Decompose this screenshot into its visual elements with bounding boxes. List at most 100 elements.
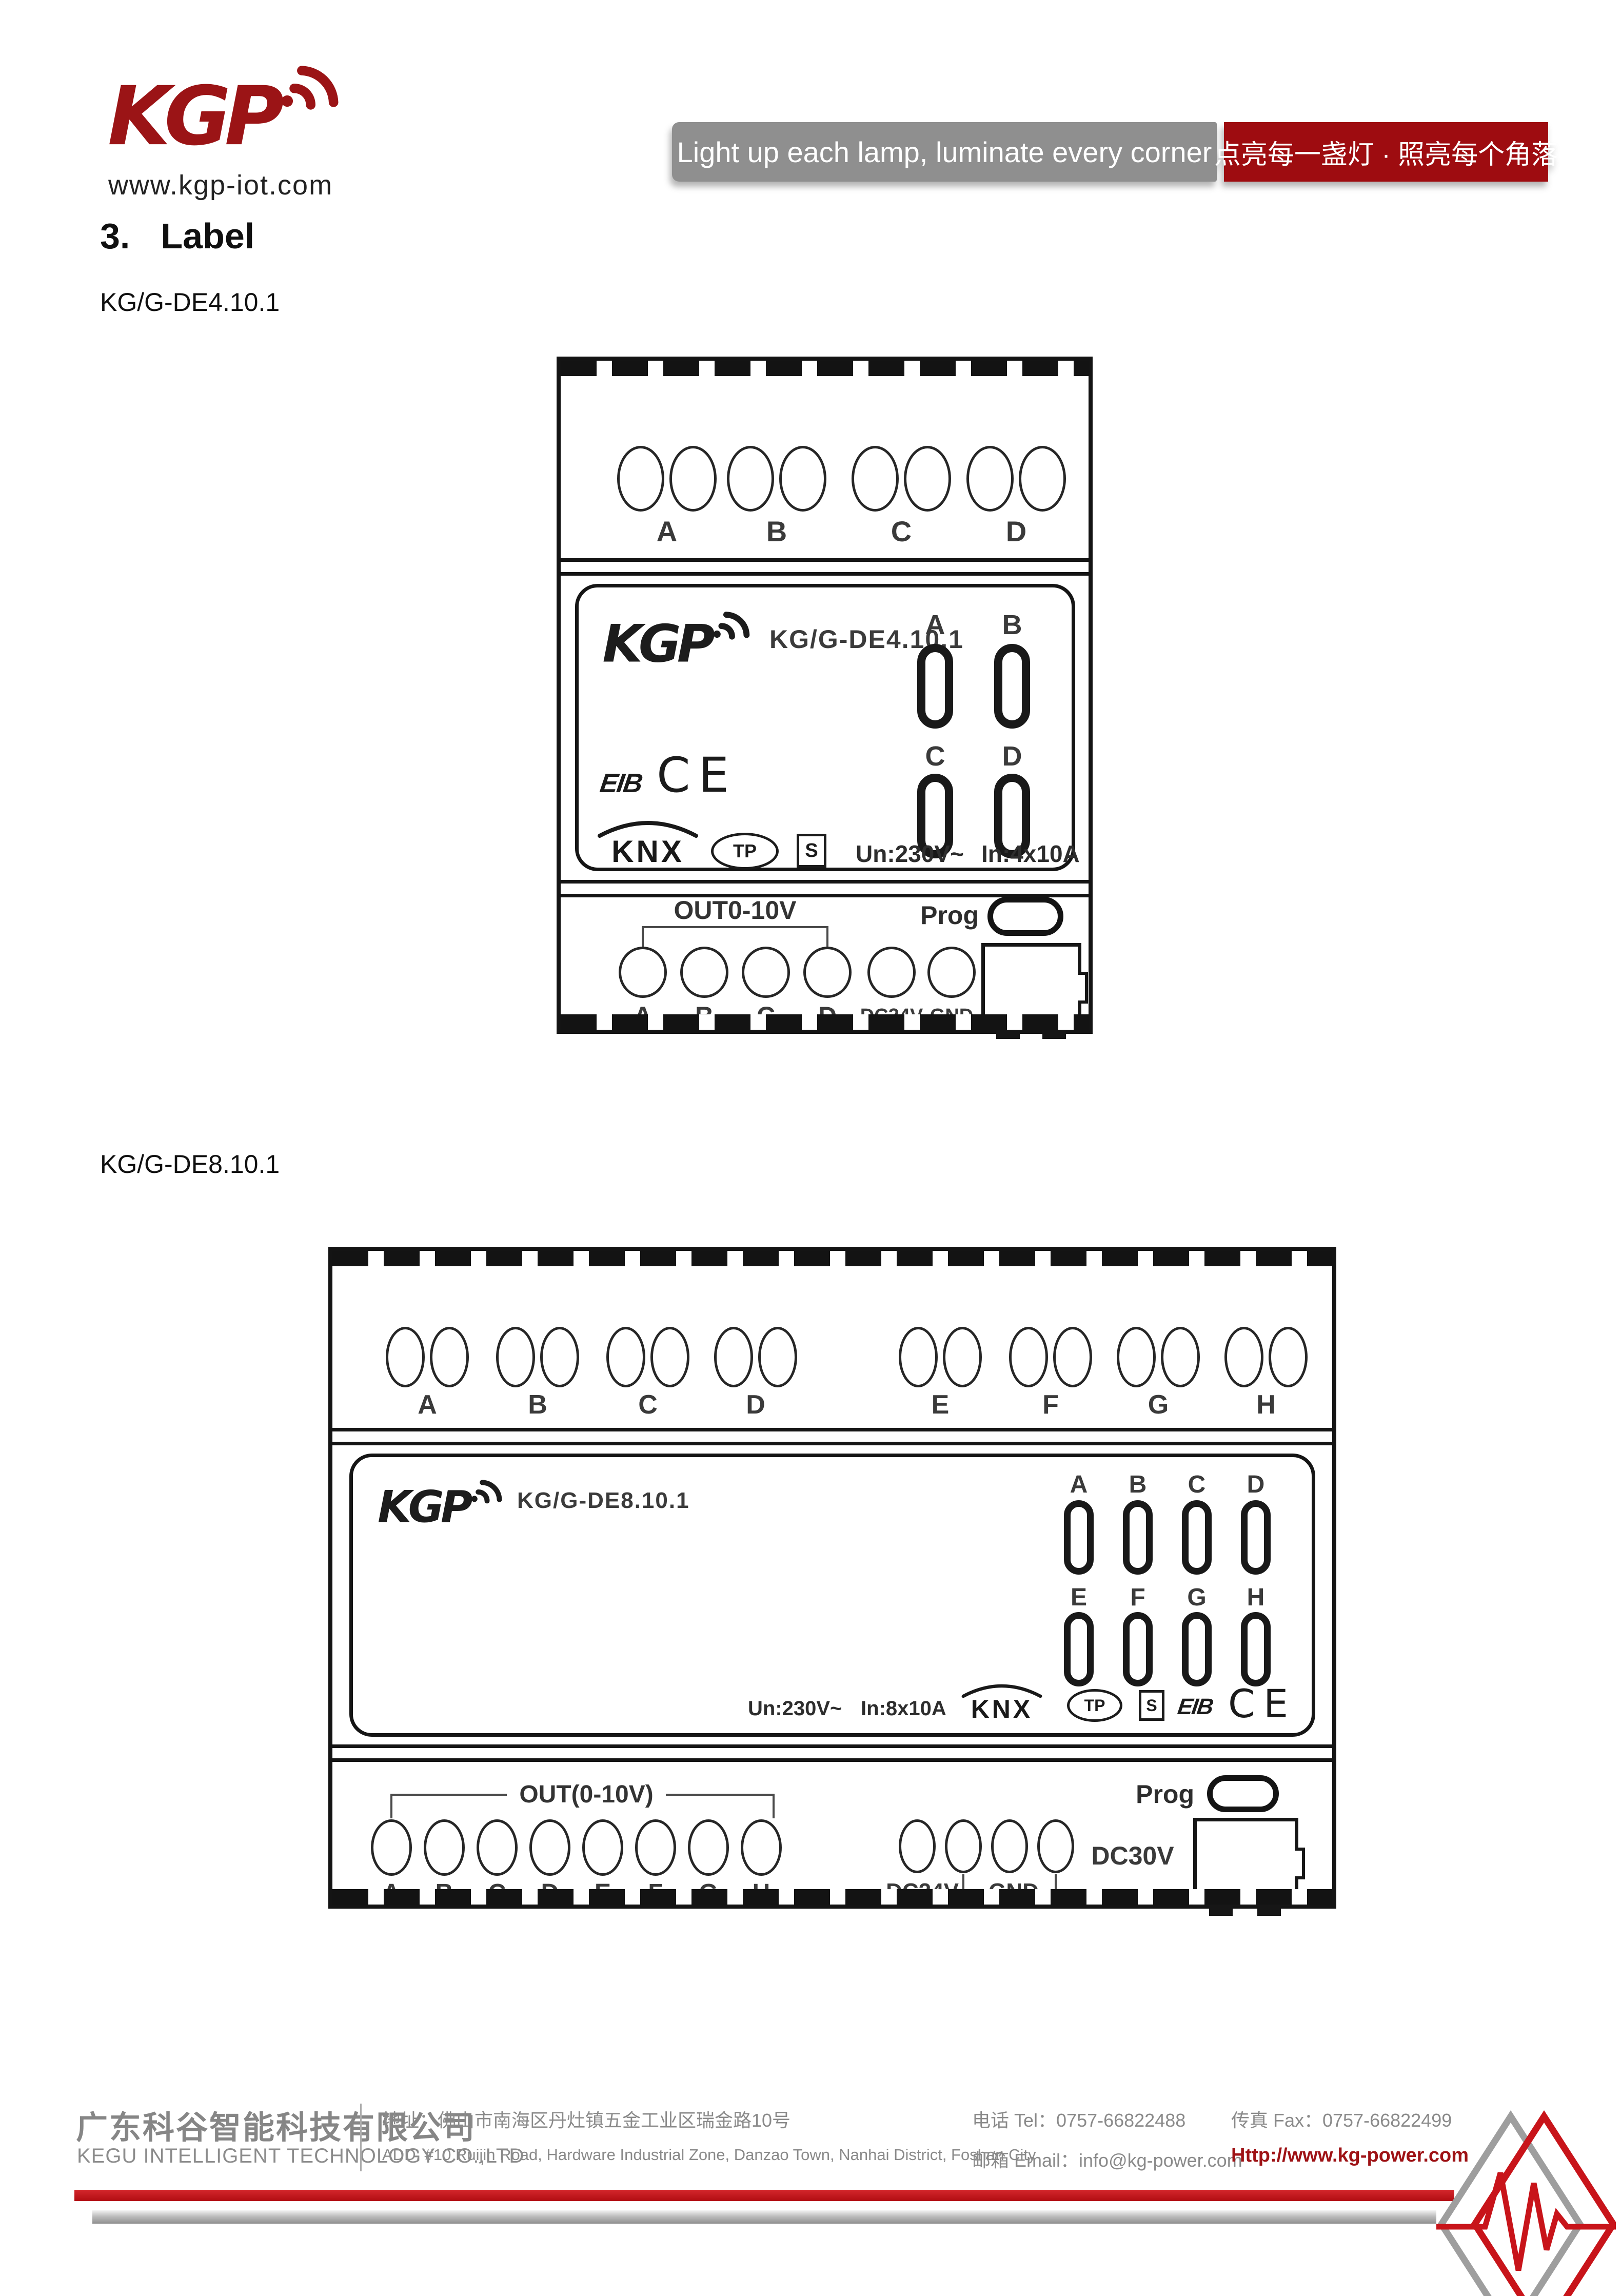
terminal [758,1327,797,1387]
ce-mark: CE [1228,1681,1297,1726]
terminal [991,1819,1028,1873]
device1-diagram: A B C D KGP KG/G-DE4.10.1 A B C D [557,357,1093,1039]
terminal [688,1819,729,1876]
led-label: C [1188,1471,1206,1498]
voltage-rating: Un:230V~ [856,840,964,867]
terminal [927,947,976,998]
device2-diagram: A B C D E F G H KGP KG/G-DE8.10.1 A B C … [328,1247,1336,1916]
din-rail-strip [561,1014,1089,1030]
out-bracket [390,1794,775,1818]
device2-label-panel: KGP KG/G-DE8.10.1 A B C D E F G H [349,1454,1315,1737]
switch-symbol-icon [1124,1286,1180,1326]
svg-text:KGP: KGP [378,1482,472,1533]
channel-label: H [1256,1390,1276,1420]
terminal [582,1819,623,1876]
terminal [1009,1327,1048,1387]
terminal [529,1819,570,1876]
terminal [727,446,774,512]
terminal [680,947,728,998]
footer-address-cn: 地址：佛山市南海区丹灶镇五金工业区瑞金路10号 [382,2110,791,2131]
terminal [635,1819,676,1876]
s-mark: S [1139,1690,1164,1721]
footer-company-en: KEGU INTELLIGENT TECHNOLOGY CO.,LTD [77,2145,525,2167]
led-label: C [925,741,945,772]
knx-logo: KNX [958,1678,1045,1724]
kgp-logo: KGP [602,612,750,674]
switch-symbol-icon [722,1286,777,1326]
led-indicator [917,774,953,858]
terminal [371,1819,412,1876]
terminal [430,1327,469,1387]
terminal [1224,1327,1263,1387]
footer-telephone: 电话 Tel：0757-66822488 [972,2110,1186,2131]
led-indicator [1064,1500,1094,1575]
channel-label: A [656,515,678,547]
switch-symbol-icon [1017,1286,1072,1326]
terminal [540,1327,579,1387]
channel-label: A [418,1390,437,1420]
channel-label: C [638,1390,658,1420]
channel-label: B [766,515,787,547]
led-indicator [1182,1500,1212,1575]
banner-slogan-en: Light up each lamp, luminate every corne… [672,122,1217,182]
switch-symbol-icon [906,1286,962,1326]
led-label: B [1002,610,1022,640]
kgp-logo-text: KGP [108,69,283,164]
section-divider [332,1744,1332,1762]
switch-symbol-icon [1232,1286,1288,1326]
led-label: G [1187,1584,1207,1611]
led-label: A [1070,1471,1088,1498]
section-divider [332,1428,1332,1445]
terminal [803,947,852,998]
terminal [904,446,951,512]
footer-silver-bar [92,2210,1436,2224]
led-label: F [1130,1584,1145,1611]
terminal [867,947,916,998]
led-indicator [1182,1612,1212,1686]
channel-label: G [1148,1390,1169,1420]
channel-label: E [931,1390,950,1420]
footer-divider [360,2104,362,2171]
terminal [1037,1819,1074,1873]
switch-symbol-icon [862,398,926,444]
switch-symbol-icon [737,398,802,444]
current-rating: In:8x10A [861,1697,946,1720]
terminal [852,446,899,512]
terminal [943,1327,982,1387]
led-label: B [1129,1471,1147,1498]
footer-red-bar [74,2190,1454,2201]
section-divider [561,558,1089,576]
device1-label-panel: KGP KG/G-DE4.10.1 A B C D EIB CE KNX [575,584,1080,871]
channel-label: F [1042,1390,1059,1420]
terminal [477,1819,518,1876]
section-heading: 3. Label [100,215,254,257]
out-bracket [642,926,828,947]
section-divider [561,880,1089,897]
terminal [619,947,667,998]
led-indicator [1123,1612,1153,1686]
dc30v-label: DC30V [1091,1841,1174,1870]
terminal [945,1819,982,1873]
terminal [650,1327,689,1387]
terminal [496,1327,535,1387]
led-label: E [1070,1584,1088,1611]
switch-symbol-icon [977,398,1041,444]
switch-symbol-icon [614,1286,669,1326]
terminal [779,446,826,512]
switch-symbol-icon [393,1286,449,1326]
terminal [1161,1327,1200,1387]
led-indicator [1241,1500,1271,1575]
prog-button [987,897,1063,936]
eib-mark: EIB [1176,1694,1214,1719]
led-indicator [1064,1612,1094,1686]
led-indicator [994,774,1030,858]
terminal [1269,1327,1308,1387]
terminal [741,1819,782,1876]
channel-label: D [746,1390,765,1420]
led-indicator [1123,1500,1153,1575]
led-label: H [1247,1584,1265,1611]
tp-medium-mark: TP [1067,1689,1122,1722]
terminal [606,1327,645,1387]
footer-address-en: ADD: #10 Ruijin Road, Hardware Industria… [382,2146,1036,2164]
